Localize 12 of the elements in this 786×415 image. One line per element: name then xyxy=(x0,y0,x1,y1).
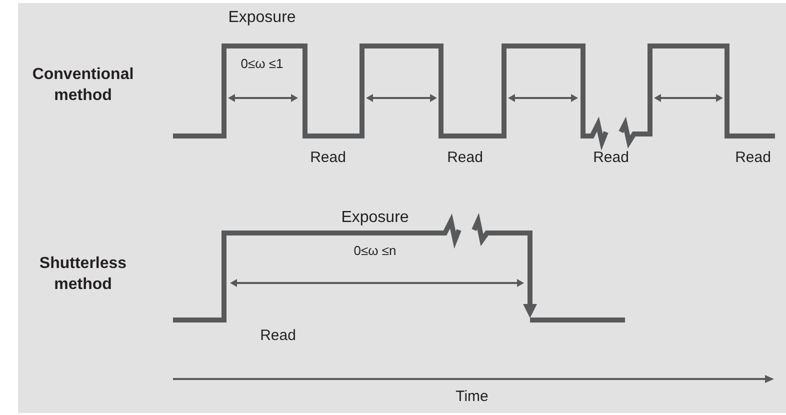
phase-label: Read xyxy=(310,148,346,168)
row-label: Conventional method xyxy=(31,65,135,106)
phase-label: Read xyxy=(593,148,629,168)
range-label: 0≤ω ≤n xyxy=(354,242,396,260)
signal-label: Exposure xyxy=(228,8,296,28)
row-label: Shutterless method xyxy=(38,254,128,295)
range-label: 0≤ω ≤1 xyxy=(240,55,284,73)
axis-label: Time xyxy=(456,387,488,407)
phase-label: Read xyxy=(447,148,483,168)
phase-label: Read xyxy=(735,148,771,168)
phase-label: Read xyxy=(260,326,296,346)
signal-label: Exposure xyxy=(341,208,409,228)
